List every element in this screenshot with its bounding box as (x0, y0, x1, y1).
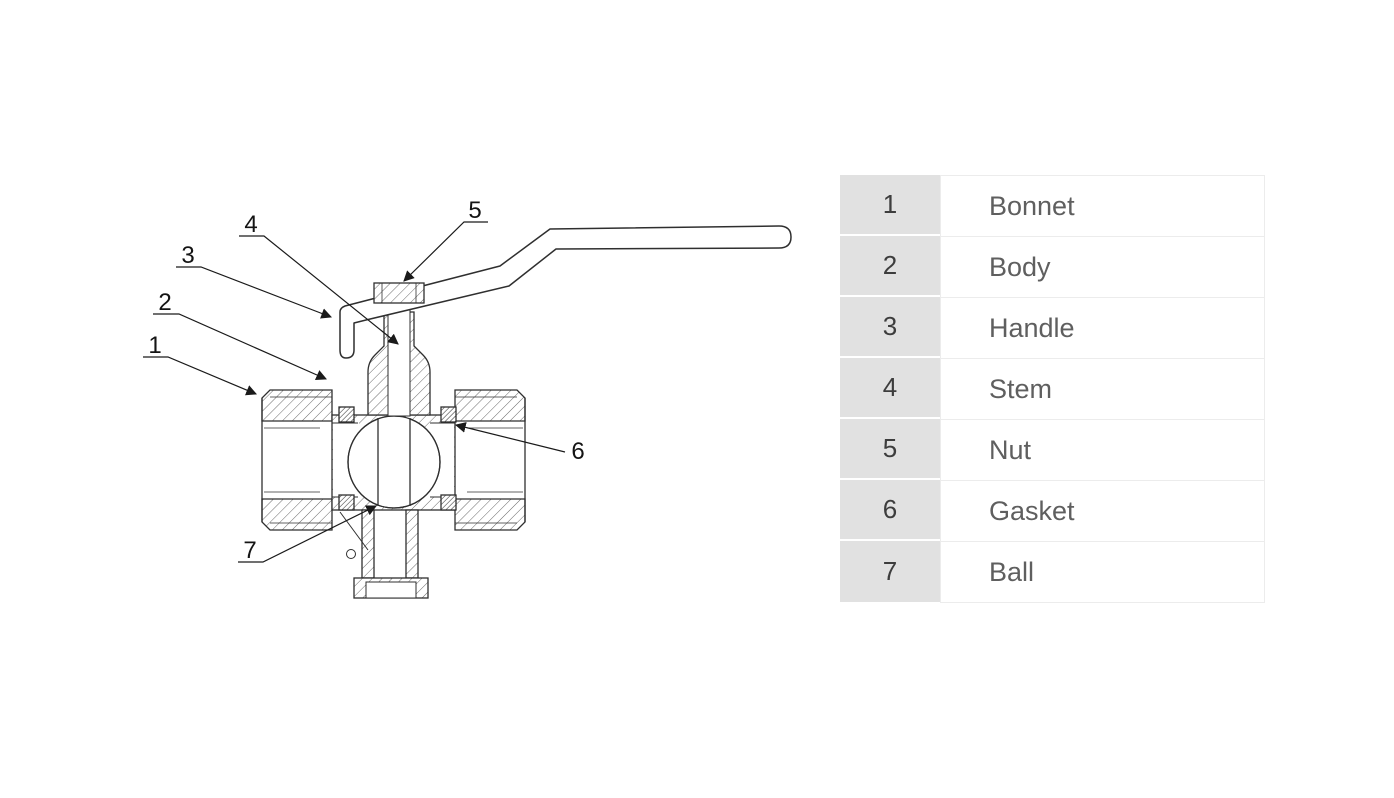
table-row: 4 Stem (840, 358, 1265, 420)
leader-6 (454, 422, 566, 453)
part-name-cell: Stem (940, 358, 1265, 420)
leader-2 (153, 313, 327, 381)
table-row: 3 Handle (840, 297, 1265, 359)
part-name-cell: Body (940, 236, 1265, 298)
callout-4: 4 (244, 211, 257, 238)
leader-1 (143, 356, 257, 396)
part-name-cell: Ball (940, 541, 1265, 603)
callout-6: 6 (571, 438, 584, 465)
callout-leaders (143, 221, 566, 563)
table-row: 6 Gasket (840, 480, 1265, 542)
valve-gasket-seat (338, 494, 355, 511)
part-number-cell: 7 (840, 541, 940, 602)
parts-table: 1 Bonnet 2 Body 3 Handle 4 Stem 5 Nut 6 … (840, 175, 1265, 603)
table-row: 7 Ball (840, 541, 1265, 603)
callout-1: 1 (148, 332, 161, 359)
part-name-cell: Gasket (940, 480, 1265, 542)
drain-hole (346, 549, 356, 559)
leader-4 (239, 235, 399, 345)
valve-bottom-drain (339, 509, 429, 599)
part-number-cell: 1 (840, 175, 940, 236)
part-number-cell: 5 (840, 419, 940, 480)
leader-3 (176, 266, 333, 319)
part-name-cell: Nut (940, 419, 1265, 481)
valve-gasket-seat (338, 406, 355, 423)
valve-bonnet-stem (367, 295, 431, 417)
valve-right-port (454, 389, 526, 531)
valve-left-port (261, 389, 333, 531)
callout-7: 7 (243, 537, 256, 564)
valve-diagram: 1 2 3 4 5 6 7 (143, 197, 792, 599)
table-row: 5 Nut (840, 419, 1265, 481)
part-number-cell: 4 (840, 358, 940, 419)
callout-5: 5 (468, 197, 481, 224)
valve-center-body (331, 406, 457, 511)
part-number-cell: 3 (840, 297, 940, 358)
part-name-cell: Handle (940, 297, 1265, 359)
valve-nut (373, 282, 425, 304)
table-row: 2 Body (840, 236, 1265, 298)
part-number-cell: 2 (840, 236, 940, 297)
leader-7 (238, 505, 377, 563)
callout-numbers: 1 2 3 4 5 6 7 (148, 197, 584, 564)
table-row: 1 Bonnet (840, 175, 1265, 237)
callout-2: 2 (158, 289, 171, 316)
leader-5 (403, 221, 488, 282)
valve-gasket-seat (440, 406, 457, 423)
part-name-cell: Bonnet (940, 175, 1265, 237)
callout-3: 3 (181, 242, 194, 269)
valve-handle (339, 225, 792, 359)
valve-gasket-seat (440, 494, 457, 511)
part-number-cell: 6 (840, 480, 940, 541)
